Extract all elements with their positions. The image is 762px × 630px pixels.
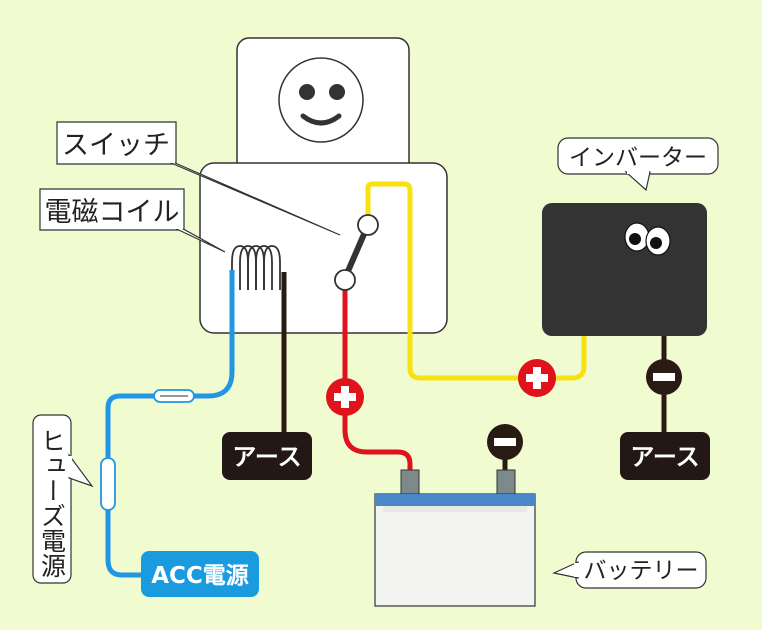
fuse-power-callout: ヒューズ電源 <box>32 414 94 584</box>
acc-power-tag: ACC電源 <box>141 551 259 597</box>
switch-contact <box>334 214 379 291</box>
ground-right-label: アース <box>630 443 699 471</box>
acc-power-label: ACC電源 <box>151 563 249 589</box>
fuse-icon <box>100 457 116 511</box>
ground-left-label: アース <box>232 443 301 471</box>
wire-yellow <box>365 181 587 381</box>
coil-callout: 電磁コイル <box>39 188 226 253</box>
wire-blue <box>105 270 235 578</box>
fuse-power-label: ヒューズ電源 <box>38 428 67 578</box>
battery-callout: バッテリー <box>552 551 707 589</box>
battery <box>374 469 536 607</box>
ground-tag-left: アース <box>222 432 312 480</box>
inverter-body <box>542 203 707 336</box>
ground-tag-right: アース <box>620 432 710 480</box>
switch-callout: スイッチ <box>56 121 341 236</box>
inverter-label: インバーター <box>569 145 707 171</box>
inverter-callout: インバーター <box>557 137 719 192</box>
minus-terminal-icon <box>646 359 682 395</box>
cartoon-eyes-icon <box>624 222 671 256</box>
coil-icon <box>231 245 281 290</box>
plus-terminal-icon <box>518 359 556 397</box>
battery-label: バッテリー <box>584 558 699 584</box>
smiley-face-icon <box>278 57 364 143</box>
coil-label: 電磁コイル <box>45 197 180 228</box>
plus-terminal-icon <box>326 378 364 416</box>
fuse-icon <box>153 389 195 403</box>
wire-red <box>342 280 413 478</box>
switch-label: スイッチ <box>62 130 170 161</box>
relay-body <box>199 162 448 334</box>
